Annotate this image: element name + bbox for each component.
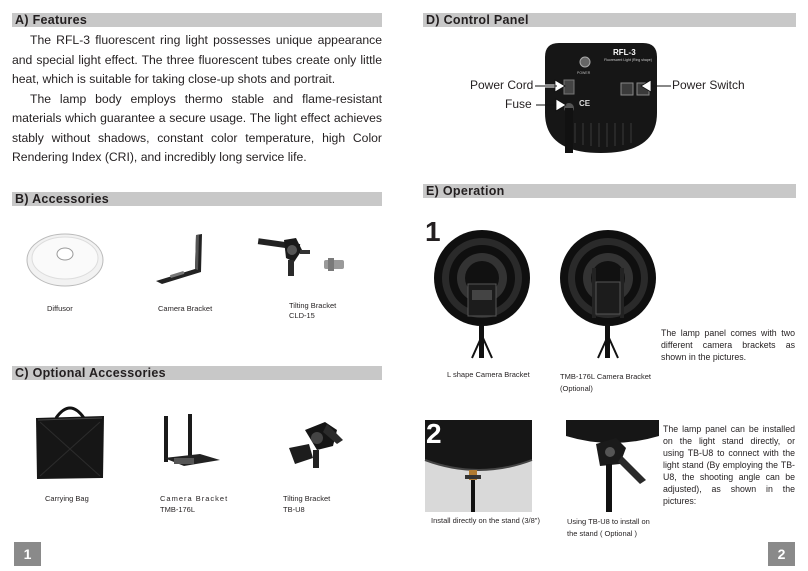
- device-model-subtitle: Fluorescent Light (Ring shape): [604, 58, 652, 62]
- ring-light-tmb-bracket-image: [560, 230, 656, 359]
- step-2-description: The lamp panel can be installed on the l…: [663, 424, 795, 506]
- camera-bracket-image: [156, 234, 202, 284]
- step-2-number: 2: [426, 418, 442, 449]
- power-cord-arrow: [535, 79, 566, 93]
- step-2-caption-right-line2: the stand ( Optional ): [567, 529, 638, 538]
- accessories-heading: B) Accessories: [12, 192, 382, 206]
- device-power-label: POWER: [577, 71, 591, 75]
- step-2-caption-right-line1: Using TB-U8 to install on: [567, 517, 650, 526]
- power-switch-label: Power Switch: [672, 78, 745, 92]
- ring-light-l-bracket-image: [434, 230, 530, 359]
- tilting-bracket-label: Tilting Bracket: [289, 301, 337, 310]
- step-1-caption-left: L shape Camera Bracket: [447, 370, 530, 379]
- tilting-bracket-model: CLD-15: [289, 311, 315, 320]
- step-2-caption-left: Install directly on the stand (3/8"): [431, 516, 540, 525]
- tilting-bracket-tbu8-label: Tilting Bracket: [283, 494, 331, 503]
- tilting-bracket-tbu8-model: TB-U8: [283, 505, 305, 514]
- features-heading: A) Features: [12, 13, 382, 27]
- page-number-2: 2: [768, 542, 795, 566]
- power-cord-label: Power Cord: [470, 78, 534, 92]
- stand-direct-install-image: [424, 420, 533, 512]
- diffusor-label: Diffusor: [47, 304, 73, 313]
- control-panel-device: RFL-3 Fluorescent Light (Ring shape) POW…: [545, 43, 657, 153]
- camera-bracket-tmb-label: Camera Bracket: [160, 494, 229, 503]
- tilting-bracket-image: [257, 238, 344, 276]
- camera-bracket-tmb-image: [164, 414, 220, 466]
- step-1-number: 1: [425, 216, 441, 247]
- features-text: The RFL-3 fluorescent ring light possess…: [12, 31, 382, 168]
- stand-tbu8-install-image: [566, 420, 659, 512]
- operation-heading: E) Operation: [423, 184, 796, 198]
- fuse-label: Fuse: [505, 97, 532, 111]
- fuse-arrow: [536, 98, 567, 112]
- carrying-bag-image: [36, 406, 104, 479]
- step-1-caption-right-line2: (Optional): [560, 384, 593, 393]
- features-paragraph-1: The RFL-3 fluorescent ring light possess…: [12, 33, 382, 86]
- carrying-bag-label: Carrying Bag: [45, 494, 89, 503]
- camera-bracket-label: Camera Bracket: [158, 304, 213, 313]
- tilting-bracket-tbu8-image: [289, 422, 343, 468]
- optional-accessories-heading: C) Optional Accessories: [12, 366, 382, 380]
- diffusor-image: [26, 233, 104, 287]
- device-model-title: RFL-3: [613, 48, 636, 57]
- camera-bracket-tmb-model: TMB-176L: [160, 505, 196, 514]
- ce-mark: CE: [579, 99, 591, 108]
- control-panel-heading: D) Control Panel: [423, 13, 796, 27]
- page-number-1: 1: [14, 542, 41, 566]
- step-1-description: The lamp panel comes with two different …: [661, 328, 795, 362]
- features-paragraph-2: The lamp body employs thermo stable and …: [12, 91, 382, 165]
- power-switch-arrow: [640, 79, 671, 93]
- step-1-caption-right-line1: TMB-176L Camera Bracket: [560, 372, 652, 381]
